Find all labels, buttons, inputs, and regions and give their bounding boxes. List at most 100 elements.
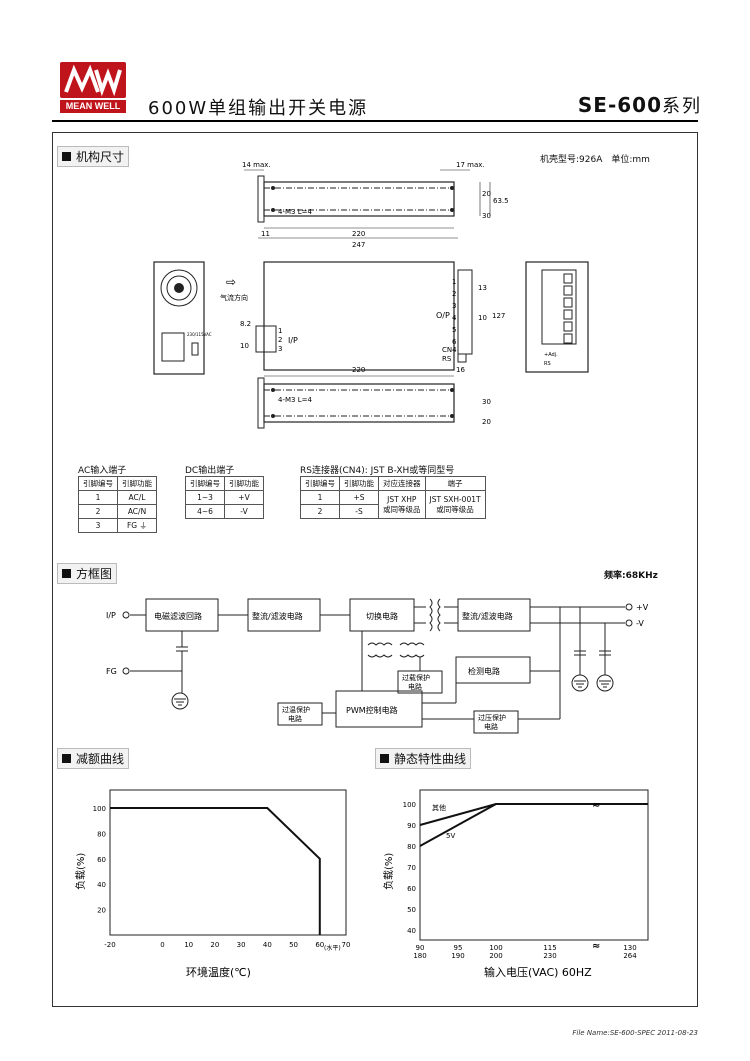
dim-11: 11	[261, 230, 270, 238]
derating-ytick: 100	[93, 805, 106, 813]
dim-16: 16	[456, 366, 465, 374]
static-label-other: 其他	[432, 803, 446, 812]
ac-rating-label: 230/115VAC	[187, 332, 212, 337]
derating-xtick: -20	[104, 941, 115, 949]
derating-xtick: 70	[342, 941, 351, 949]
section-block-label: 方框图	[76, 567, 113, 581]
static-ytick: 60	[407, 885, 416, 893]
dc-output-table: 引脚编号引脚功能 1~3+V 4~6-V	[185, 476, 264, 519]
dim-30b: 30	[482, 398, 491, 406]
static-xtick-top: 95	[454, 944, 463, 952]
static-ytick: 70	[407, 864, 416, 872]
pin-right-3: 3	[452, 302, 456, 310]
static-ylabel: 负载(%)	[382, 853, 395, 890]
static-xtick-bottom: 264	[623, 952, 637, 960]
derating-xtick: 20	[210, 941, 219, 949]
static-ytick: 40	[407, 927, 416, 935]
static-xtick-top: 130	[623, 944, 636, 952]
dim-30a: 30	[482, 212, 491, 220]
section-mechanical-label: 机构尺寸	[76, 150, 125, 164]
rs-label: RS	[442, 355, 452, 363]
square-bullet-icon	[62, 754, 71, 763]
airflow-label: 气流方向	[220, 293, 248, 302]
block-rect1: 整流/滤波电路	[252, 611, 303, 621]
pin-right-4: 4	[452, 314, 457, 322]
logo-text: MEAN WELL	[60, 100, 126, 113]
screw-top: 4-M3 L=4	[278, 208, 312, 216]
section-static-label: 静态特性曲线	[394, 752, 467, 766]
section-block-diagram: 方框图	[57, 563, 118, 584]
table-header: 引脚功能	[224, 476, 264, 491]
table-header: 引脚编号	[300, 476, 340, 491]
case-info: 机壳型号:926A 单位:mm	[540, 155, 650, 165]
content-frame	[52, 132, 698, 1007]
static-ytick: 90	[407, 822, 416, 830]
square-bullet-icon	[62, 152, 71, 161]
derating-ytick: 80	[97, 830, 106, 838]
pin-right-2: 2	[452, 290, 456, 298]
table-header: 引脚编号	[78, 476, 118, 491]
table-row: 2 -S	[300, 504, 486, 519]
derating-xtick: 60	[315, 941, 324, 949]
dc-table-title: DC输出端子	[185, 466, 235, 476]
pin-left-3: 3	[278, 345, 282, 353]
dim-10b: 10	[478, 314, 487, 322]
section-derating-label: 减额曲线	[76, 752, 125, 766]
static-xlabel: 输入电压(VAC) 60HZ	[484, 965, 592, 979]
derating-ytick: 60	[97, 856, 106, 864]
derating-plot-frame	[109, 789, 347, 936]
static-label-5v: 5V	[446, 832, 455, 840]
dim-8: 8.2	[240, 320, 251, 328]
screw-bottom: 4-M3 L=4	[278, 396, 312, 404]
static-curve-other	[419, 803, 648, 826]
front-view: ⇨ 气流方向 1 2 3 I/P 8.2 10 1 2 3 4 5 6 O/P …	[220, 261, 505, 371]
footer-filename: File Name:SE-600-SPEC 2011-08-23	[572, 1029, 698, 1037]
end-view-ac: 230/115VAC	[153, 261, 212, 375]
pin-left-2: 2	[278, 336, 282, 344]
op-label: O/P	[436, 311, 450, 320]
rs-table-wrap: RS连接器(CN4): JST B-XH或等同型号 引脚编号 引脚功能 对应连接…	[300, 463, 486, 519]
block-pwm: PWM控制电路	[346, 705, 398, 715]
pin-right-1: 1	[452, 278, 456, 286]
block-rect2: 整流/滤波电路	[462, 611, 513, 621]
table-header: 端子	[424, 476, 486, 491]
end-view-dc: +Adj. RS	[525, 261, 589, 373]
section-mechanical: 机构尺寸	[57, 146, 130, 167]
doc-title: 600W单组输出开关电源	[148, 98, 369, 119]
dim-247: 247	[352, 241, 365, 249]
section-derating: 减额曲线	[57, 748, 130, 769]
table-row: 1~3+V	[185, 490, 264, 505]
dim-63: 63.5	[493, 197, 509, 205]
ip-label: I/P	[288, 336, 298, 345]
block-olp-1: 过载保护	[402, 673, 430, 682]
dim-20a: 20	[482, 190, 491, 198]
mechanical-drawing: 14 max. 17 max. 20 30 63.5 4-M3 L=4 11 2…	[153, 161, 589, 429]
derating-ytick: 40	[97, 881, 106, 889]
block-ovp-2: 电路	[484, 722, 498, 731]
dim-20b: 20	[482, 418, 491, 426]
static-ytick: 100	[403, 801, 416, 809]
derating-xtick: 50	[289, 941, 298, 949]
block-ovp-1: 过压保护	[478, 713, 506, 722]
block-otp-2: 电路	[288, 714, 302, 723]
static-xtick-top: 90	[416, 944, 425, 952]
block-diagram: I/P FG 电磁滤波回路 整流/滤波电路 切换电路 整流/滤波电路 检测电路 …	[106, 598, 649, 734]
dim-13: 13	[478, 284, 487, 292]
dim-14: 14 max.	[242, 161, 271, 169]
block-otp-1: 过温保护	[282, 705, 310, 714]
derating-xtick: 40	[263, 941, 272, 949]
airflow-arrow-icon: ⇨	[226, 275, 236, 289]
dim-17: 17 max.	[456, 161, 485, 169]
table-header: 引脚功能	[339, 476, 379, 491]
axis-break-bottom-icon: ≈	[592, 941, 600, 952]
